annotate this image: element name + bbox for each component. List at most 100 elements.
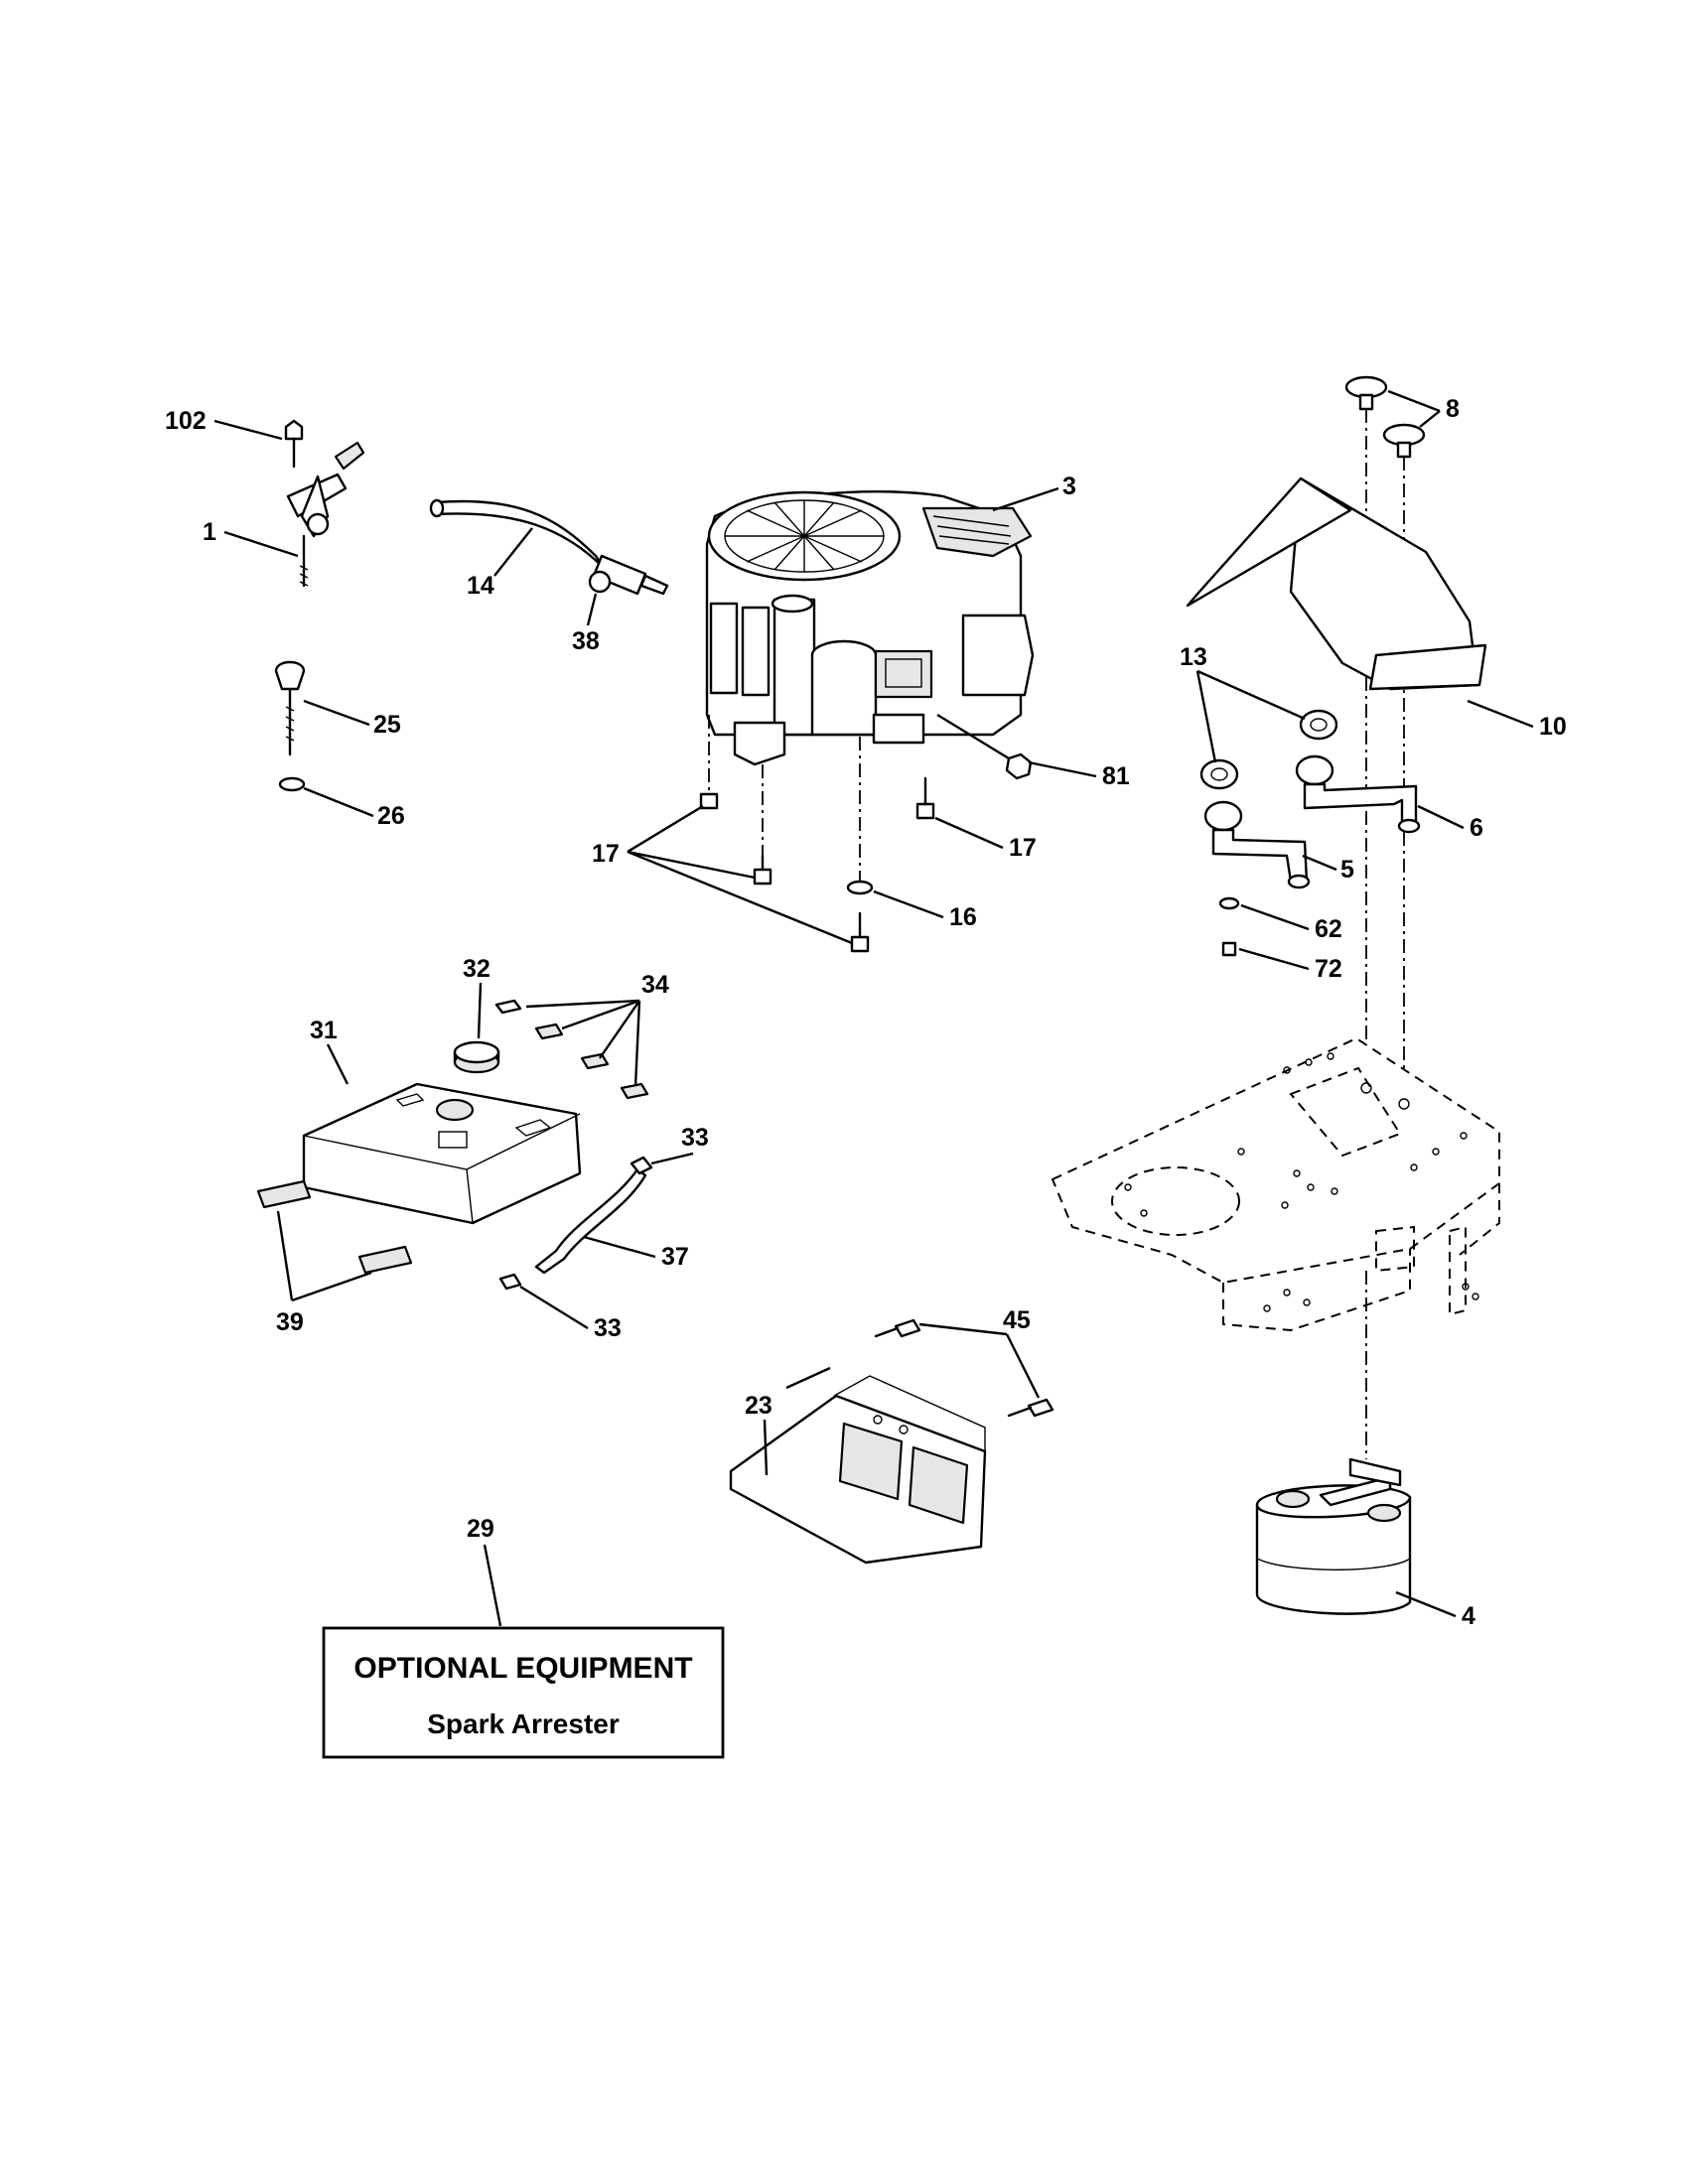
spark-arrester-plate-23 <box>729 1375 987 1565</box>
leader-17a-2 <box>627 850 756 880</box>
callout-72: 72 <box>1315 955 1342 983</box>
leader-34-3 <box>599 1000 640 1059</box>
leader-16 <box>873 889 944 919</box>
bolt-17b <box>753 868 772 886</box>
leader-13-2 <box>1195 670 1217 763</box>
chassis-frame-dashed <box>1051 1036 1500 1332</box>
pads-34 <box>494 999 649 1100</box>
callout-23: 23 <box>745 1392 772 1420</box>
callout-10: 10 <box>1539 713 1567 741</box>
screws-45 <box>874 1318 1054 1418</box>
gaskets-13 <box>1199 709 1338 790</box>
leader-8-2 <box>1419 410 1441 428</box>
callout-34: 34 <box>641 971 669 999</box>
leader-72 <box>1238 947 1310 971</box>
leader-1 <box>223 530 299 558</box>
callout-17b: 17 <box>1009 834 1037 862</box>
leader-13-1 <box>1196 669 1306 721</box>
washer-62 <box>1218 896 1240 910</box>
callout-45: 45 <box>1003 1306 1031 1334</box>
callout-81: 81 <box>1102 762 1130 790</box>
leader-39-2 <box>291 1271 372 1302</box>
leader-38 <box>586 593 598 626</box>
leader-33b <box>519 1285 589 1330</box>
leader-23 <box>763 1419 769 1476</box>
optional-equipment-title: OPTIONAL EQUIPMENT <box>353 1652 692 1685</box>
muffler-4 <box>1255 1457 1412 1615</box>
callout-102: 102 <box>165 407 207 435</box>
callout-29: 29 <box>467 1515 494 1543</box>
callout-13: 13 <box>1180 643 1207 671</box>
leader-17b <box>934 816 1004 850</box>
pads-39 <box>256 1179 413 1275</box>
leader-14 <box>493 527 533 577</box>
fuel-filter <box>588 554 669 596</box>
leader-102 <box>213 419 283 441</box>
leader-62 <box>1240 903 1310 931</box>
callout-62: 62 <box>1315 915 1342 943</box>
callout-25: 25 <box>373 711 401 739</box>
leader-81b <box>936 713 1010 760</box>
callout-16: 16 <box>949 903 977 931</box>
fuel-hose-37 <box>498 1156 653 1291</box>
callout-26: 26 <box>377 802 405 830</box>
callout-5: 5 <box>1340 856 1354 884</box>
callout-37: 37 <box>661 1243 689 1271</box>
callout-14: 14 <box>467 572 494 600</box>
leader-17a-1 <box>627 804 704 854</box>
leader-17a-3 <box>627 850 853 945</box>
leader-34-1 <box>525 999 640 1009</box>
callout-39: 39 <box>276 1308 304 1336</box>
fuel-line <box>429 498 606 570</box>
washer-16 <box>846 880 874 895</box>
throttle-control-assembly <box>284 419 365 588</box>
exhaust-pipe-6 <box>1295 754 1421 834</box>
leader-23b <box>785 1366 831 1390</box>
callout-17a: 17 <box>592 840 620 868</box>
leader-34-4 <box>633 1000 641 1087</box>
optional-equipment-subtitle: Spark Arrester <box>427 1708 620 1739</box>
callout-32: 32 <box>463 955 491 983</box>
callout-38: 38 <box>572 627 600 655</box>
fuel-tank-31 <box>302 1082 582 1225</box>
hex-nut-81 <box>1005 752 1033 780</box>
bolt-17c <box>850 935 870 953</box>
exhaust-pipe-5 <box>1203 800 1311 889</box>
leader-4 <box>1395 1590 1457 1618</box>
callout-4: 4 <box>1462 1602 1475 1630</box>
leader-26 <box>303 786 374 818</box>
flange-bolts-8 <box>1344 375 1426 459</box>
callout-1: 1 <box>203 518 216 546</box>
leader-39-1 <box>276 1210 294 1301</box>
fuel-cap-32 <box>453 1040 500 1074</box>
heat-shield-10 <box>1186 477 1487 691</box>
leader-34-2 <box>561 999 640 1030</box>
leader-3 <box>992 486 1059 512</box>
leader-5 <box>1302 854 1337 872</box>
leader-33a <box>650 1152 694 1165</box>
callout-3: 3 <box>1062 473 1076 500</box>
leader-29 <box>483 1544 502 1627</box>
leader-10 <box>1467 699 1534 729</box>
leader-45-1 <box>918 1322 1008 1336</box>
bolt-17a <box>699 792 719 810</box>
leader-32 <box>477 982 483 1039</box>
choke-knob-25 <box>274 660 306 756</box>
bolt-72 <box>1221 941 1237 957</box>
callout-8: 8 <box>1446 395 1460 423</box>
bolt-17d <box>915 802 935 820</box>
callout-6: 6 <box>1470 814 1483 842</box>
callout-33a: 33 <box>681 1124 709 1152</box>
washer-26 <box>278 776 306 792</box>
engine-block <box>705 490 1035 766</box>
leader-37 <box>583 1235 656 1259</box>
leader-25 <box>303 699 370 727</box>
leader-6 <box>1417 804 1465 830</box>
leader-8-1 <box>1387 389 1441 413</box>
optional-equipment-box <box>322 1626 725 1759</box>
leader-81 <box>1028 760 1097 778</box>
callout-31: 31 <box>310 1017 338 1044</box>
callout-33b: 33 <box>594 1314 622 1342</box>
leader-31 <box>326 1043 350 1085</box>
